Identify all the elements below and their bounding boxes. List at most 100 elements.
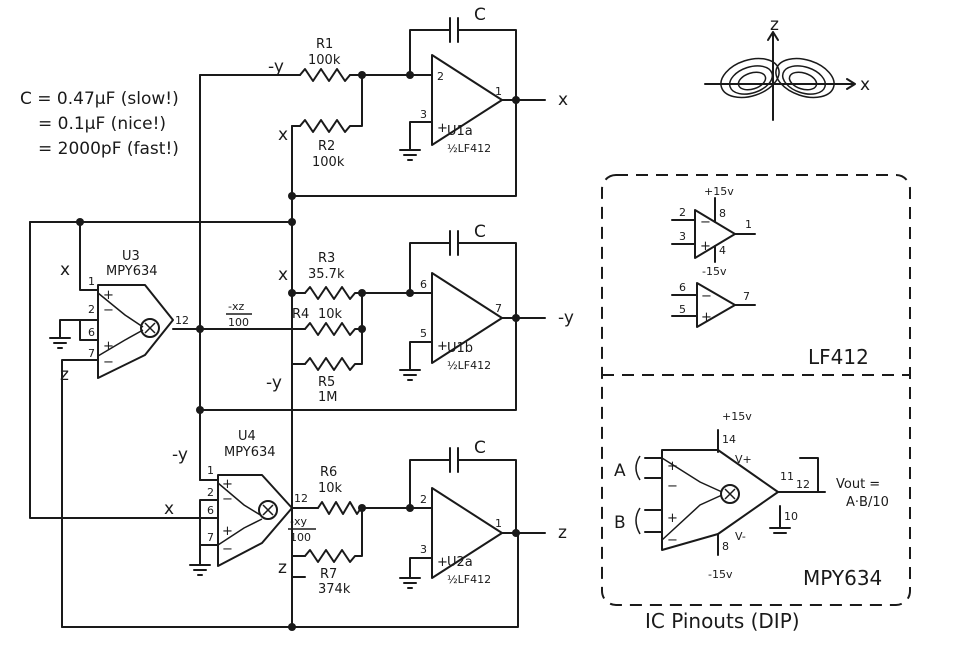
pin-label: 3 [420, 543, 427, 556]
x-axis [704, 78, 856, 90]
opamp-part: ½LF412 [447, 359, 491, 372]
mpy634-pinout: + − + − +15v 14 V+ 8 V- -15v 11 12 10 A … [614, 410, 889, 590]
pin-label: 1 [207, 464, 214, 477]
pin-label: 6 [88, 326, 95, 339]
vout-label: Vout = [836, 477, 880, 492]
integrator-u1a: 2 + 3 1 U1a ½LF412 C R1 100k R2 100k -y … [199, 5, 568, 200]
capacitor-c3 [449, 447, 459, 473]
resistor-value: 374k [318, 582, 351, 597]
resistor-value: 1M [318, 390, 338, 405]
junction [288, 623, 296, 631]
chip-label: LF412 [808, 345, 869, 369]
integrator-u1b: 6 + 5 7 U1b ½LF412 C R3 35.7k R4 10k R5 … [196, 222, 574, 414]
capacitor-label: C [474, 438, 486, 458]
opamp-name: U2a [447, 555, 473, 570]
signal-label: x [164, 499, 174, 519]
minus-sign: − [103, 355, 114, 370]
minus-sign: − [222, 492, 233, 507]
pin-label: 7 [207, 531, 214, 544]
pin-label: 5 [420, 327, 427, 340]
cap-note-line: = 0.1μF (nice!) [38, 114, 166, 134]
capacitor-label: C [474, 5, 486, 25]
pin-label: 7 [743, 290, 750, 303]
resistor-name: R3 [318, 251, 335, 266]
resistor-value: 10k [318, 307, 343, 322]
pin-label: 12 [294, 492, 308, 505]
pin-label: 2 [420, 493, 427, 506]
cap-note-line: = 2000pF (fast!) [38, 139, 179, 159]
capacitor-c2 [449, 230, 459, 256]
resistor-name: R7 [320, 567, 337, 582]
mpy-name: U3 [122, 249, 140, 264]
resistor-r2 [299, 74, 363, 133]
signal-label: -y [266, 373, 282, 393]
output-fraction-num: -xz [228, 300, 244, 313]
signal-label: x [278, 265, 288, 285]
pin-label: 2 [437, 70, 444, 83]
pinouts-caption: IC Pinouts (DIP) [645, 609, 800, 633]
minus-sign: − [222, 542, 233, 557]
axis-label: z [770, 15, 779, 35]
capacitor-label: C [474, 222, 486, 242]
output-label: -y [558, 308, 574, 328]
resistor-r7 [304, 507, 363, 563]
resistor-name: R5 [318, 375, 335, 390]
capacitor-c1 [449, 17, 459, 43]
plus-sign: + [222, 477, 233, 492]
supply-label: +15v [704, 185, 734, 198]
integrator-u2a: 2 + 3 1 U2a ½LF412 C R6 10k R7 374k z z [278, 438, 567, 597]
pin-function: V- [735, 530, 746, 543]
plus-sign: + [701, 310, 712, 325]
wire-z-bus [61, 359, 99, 628]
output-fraction-num: -xy [290, 515, 307, 528]
noninv-sign: + [437, 121, 448, 136]
signal-label: -y [172, 445, 188, 465]
pin-label: 3 [420, 108, 427, 121]
supply-label: -15v [702, 265, 727, 278]
pin-label: 2 [679, 206, 686, 219]
signal-label: x [60, 260, 70, 280]
resistor-r1 [299, 68, 351, 82]
pin-label: 2 [207, 486, 214, 499]
pin-label: 6 [207, 504, 214, 517]
pin-label: 4 [719, 244, 726, 257]
chip-label: MPY634 [803, 566, 882, 590]
pin-label: 8 [719, 207, 726, 220]
capacitor-note: C = 0.47μF (slow!) = 0.1μF (nice!) = 200… [20, 89, 179, 159]
multiply-symbol [720, 484, 740, 504]
ic-pinouts-box [601, 174, 911, 606]
pin-label: 3 [679, 230, 686, 243]
pin-label: 1 [745, 218, 752, 231]
resistor-name: R6 [320, 465, 337, 480]
resistor-r3 [304, 286, 433, 300]
multiply-symbol [258, 500, 278, 520]
pin-label: 1 [88, 275, 95, 288]
output-label: z [558, 523, 567, 543]
plus-sign: + [222, 524, 233, 539]
pin-label: 12 [796, 478, 810, 491]
pin-label: 6 [679, 281, 686, 294]
output-fraction-den: 100 [228, 316, 249, 329]
input-label: B [614, 513, 626, 533]
opamp-part: ½LF412 [447, 573, 491, 586]
resistor-value: 35.7k [308, 267, 345, 282]
plus-sign: + [667, 511, 678, 526]
pin-label: 11 [780, 470, 794, 483]
resistor-r5 [304, 328, 363, 371]
multiplier-u3: + − + − 1 2 6 7 12 U3 MPY634 x z -xz 100 [49, 221, 252, 385]
minus-sign: − [700, 215, 711, 230]
pin-label: 7 [88, 347, 95, 360]
resistor-value: 10k [318, 481, 343, 496]
pin-label: 6 [420, 278, 427, 291]
opamp-u1a [431, 54, 503, 146]
multiplier-u4: + − + − 1 2 6 7 12 U4 MPY634 -y x -xy 10… [164, 429, 316, 576]
pin-function: V+ [735, 453, 752, 466]
resistor-name: R1 [316, 37, 333, 52]
output-label: x [558, 90, 568, 110]
lorenz-attractor-sketch: z x [704, 15, 870, 121]
signal-label: -y [268, 57, 284, 77]
opamp-name: U1a [447, 124, 473, 139]
minus-sign: − [667, 533, 678, 548]
pin-label: 1 [495, 517, 502, 530]
